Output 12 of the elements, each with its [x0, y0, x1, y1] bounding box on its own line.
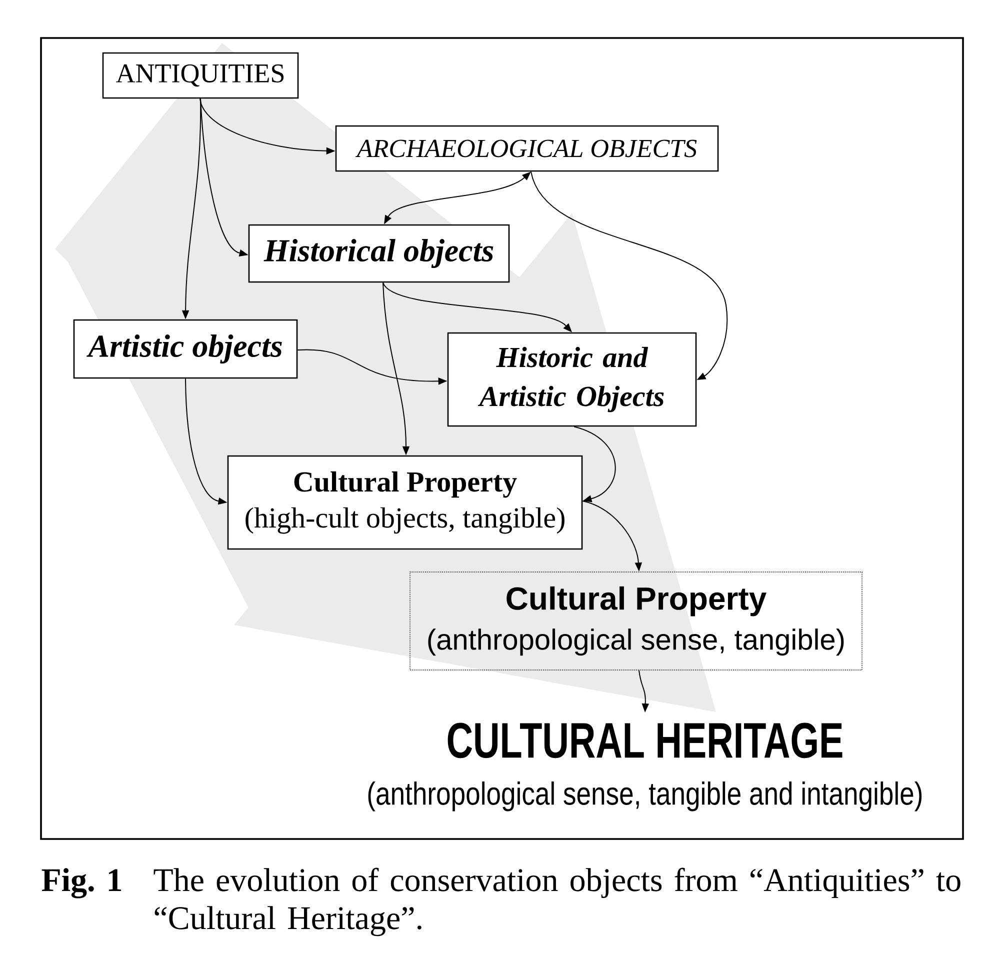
- caption: The evolution of conservation objects from “Antiquities” to “Cultural Heritage”.: [154, 868, 960, 936]
- concept-box: Historic and Artistic Objects: [447, 332, 697, 427]
- concept-heading: CULTURAL HERITAGE (anthropological sense, tangible and intangible): [368, 722, 922, 812]
- concept-box: Cultural Property (high-cult objects, tangible): [227, 455, 583, 550]
- curved-arrow: [574, 426, 616, 502]
- figure-number: Fig. 1: [42, 868, 122, 898]
- concept-box: Historical objects: [248, 224, 510, 283]
- concept-box: ARCHAEOLOGICAL OBJECTS: [335, 125, 719, 172]
- concept-box: ANTIQUITIES: [102, 52, 299, 99]
- concept-box: Cultural Property (anthropological sense, tangible): [410, 572, 862, 670]
- curved-arrow: [530, 171, 728, 380]
- concept-box: Artistic objects: [73, 319, 298, 379]
